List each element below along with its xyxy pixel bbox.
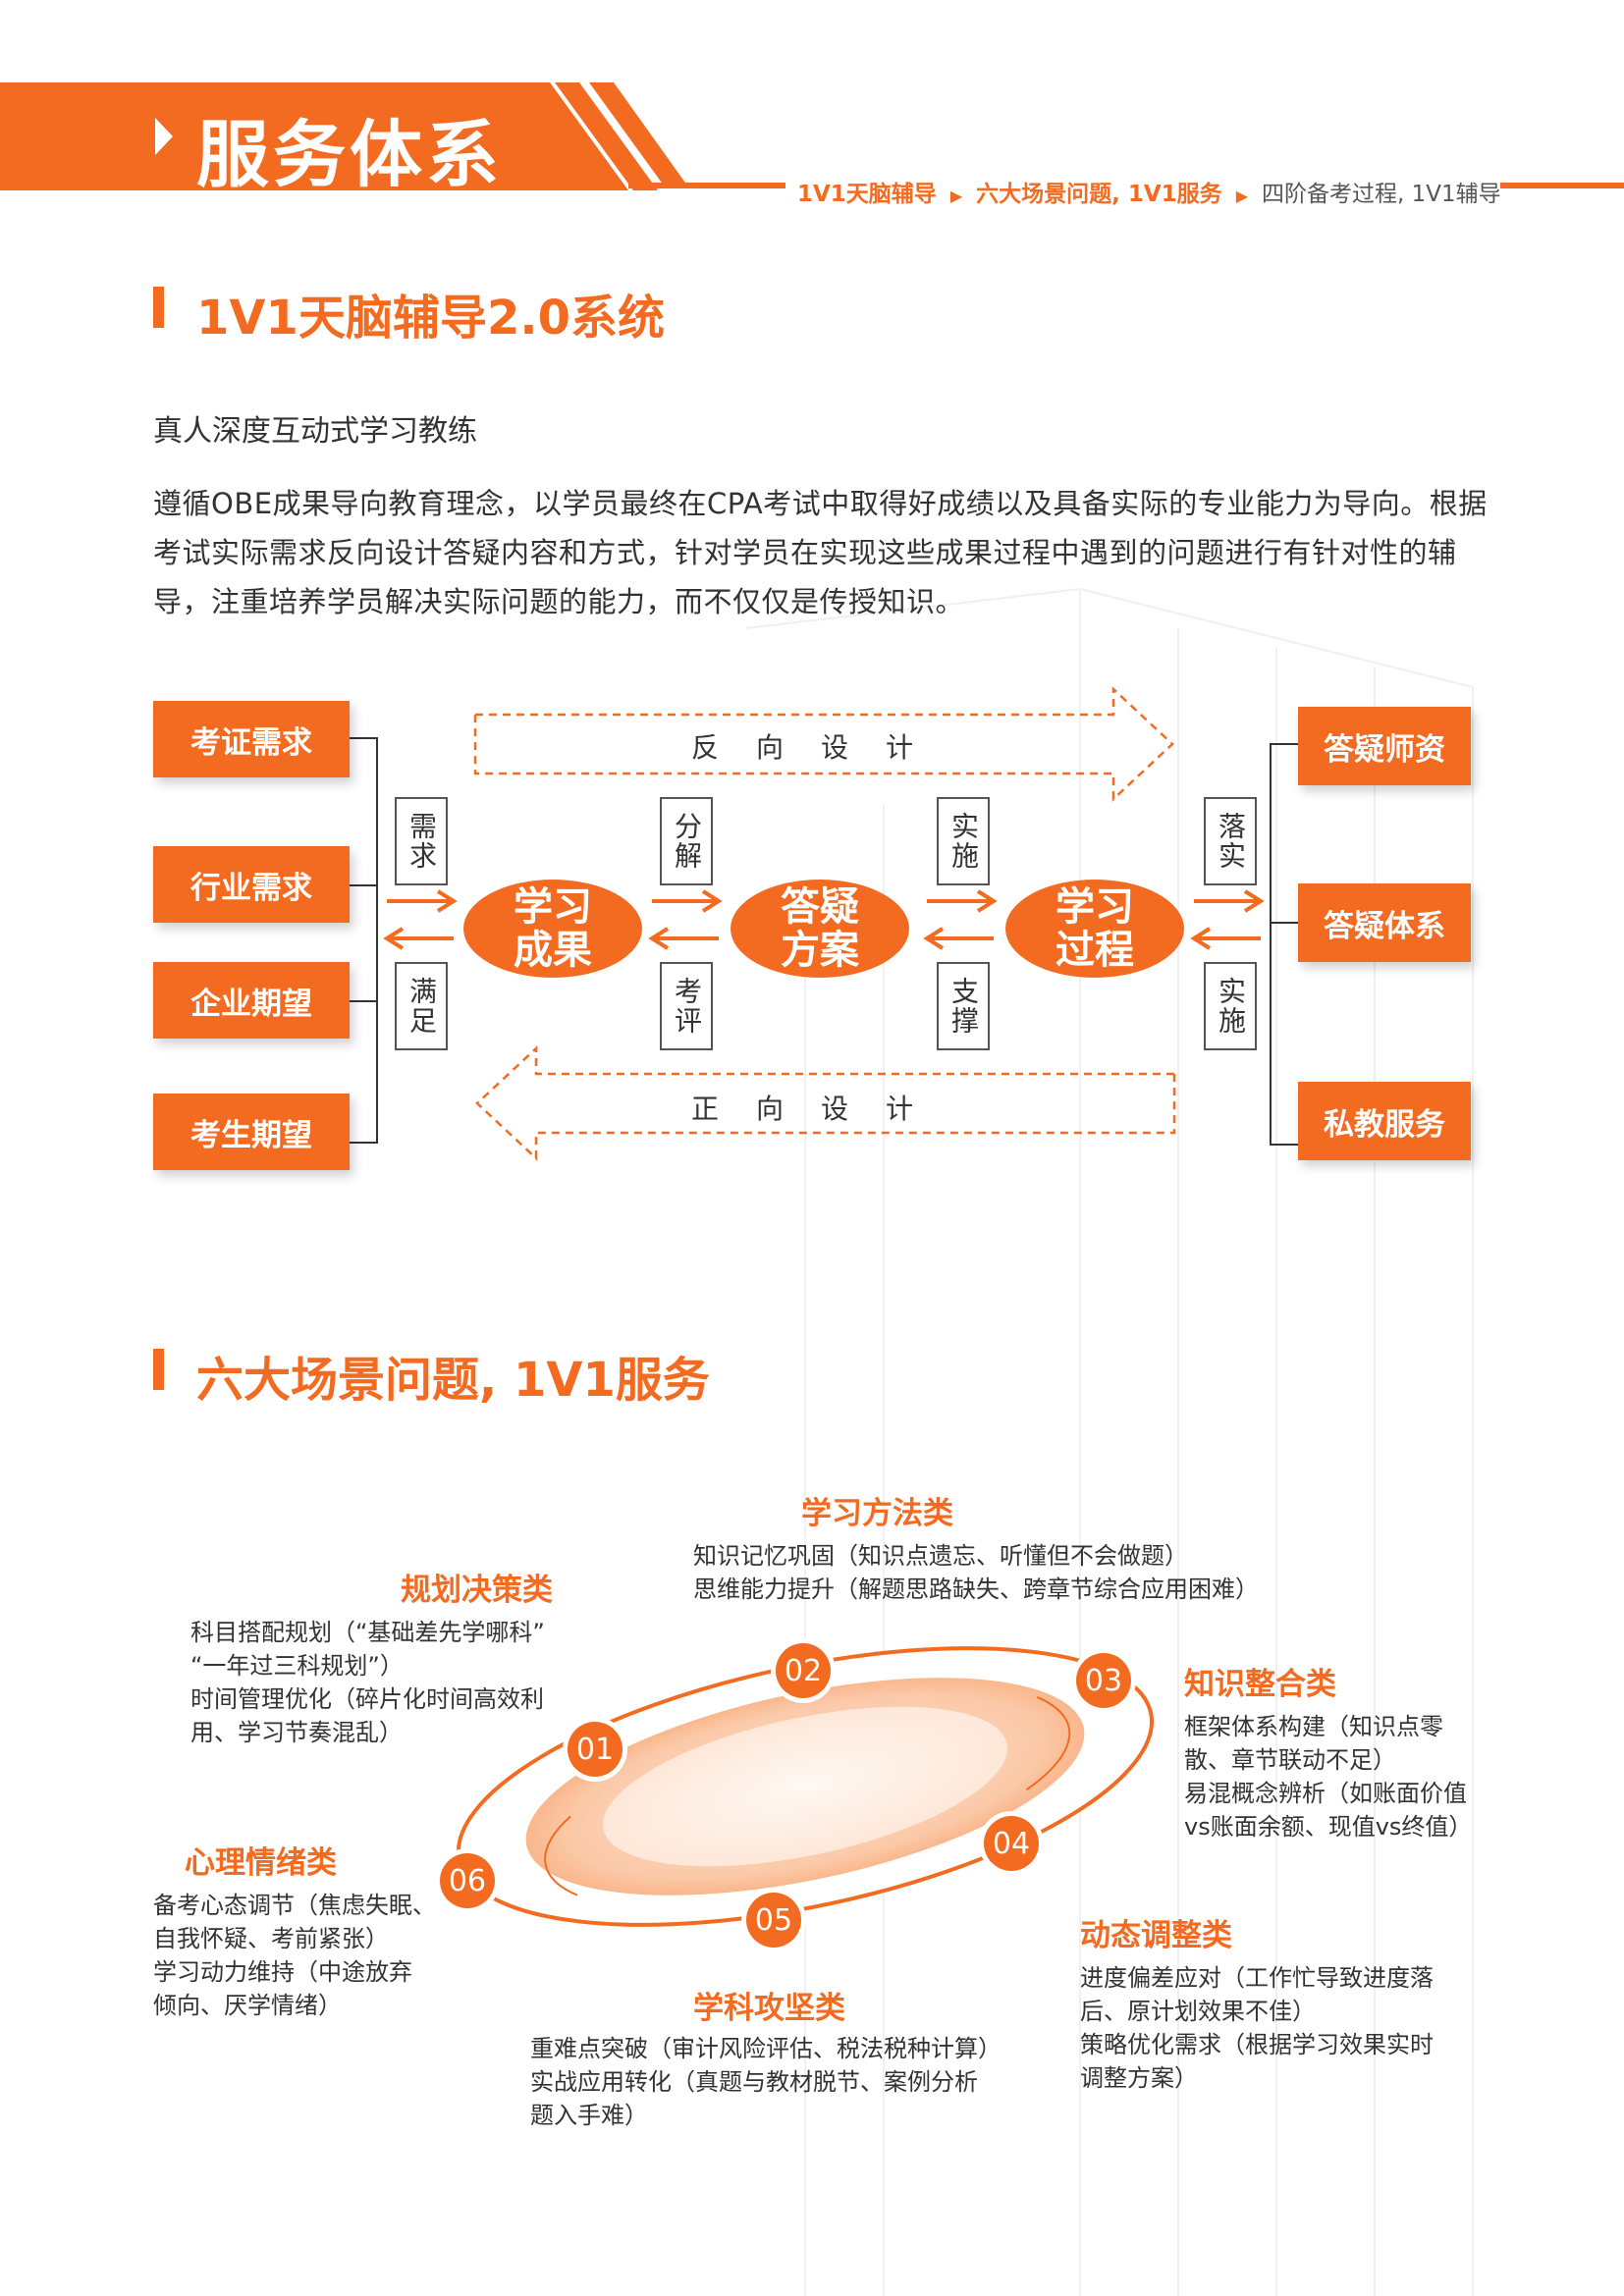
section-subtitle: 真人深度互动式学习教练 (153, 414, 477, 449)
service-box-faculty: 答疑师资 (1298, 707, 1471, 785)
category-line: 用、学习节奏混乱） (190, 1719, 403, 1746)
section-marker (153, 287, 164, 328)
label-decompose: 分解 (660, 797, 713, 885)
breadcrumb-item[interactable]: 四阶备考过程, 1V1辅导 (1262, 182, 1501, 207)
category-line: 重难点突破（审计风险评估、税法税种计算） (530, 2035, 1001, 2062)
category-line: 倾向、厌学情绪） (153, 1992, 342, 2019)
chevron-right-icon: ▶ (1235, 187, 1248, 205)
section-marker (153, 1349, 164, 1390)
category-title-integration: 知识整合类 (1184, 1667, 1336, 1702)
category-line: 易混概念辨析（如账面价值 (1184, 1780, 1467, 1807)
label-satisfy: 满足 (395, 962, 448, 1050)
flow-diagram-lines (350, 686, 1298, 1161)
need-box-industry: 行业需求 (153, 846, 350, 923)
section-title: 六大场景问题, 1V1服务 (196, 1353, 710, 1408)
scenario-number-06: 06 (440, 1853, 495, 1908)
page-title: 服务体系 (196, 113, 503, 197)
category-title-planning: 规划决策类 (401, 1573, 553, 1608)
category-line: “一年过三科规划”） (190, 1652, 404, 1680)
category-title-subject: 学科攻坚类 (693, 1991, 845, 2026)
category-line: 学习动力维持（中途放弃 (153, 1958, 412, 1986)
category-line: 科目搭配规划（“基础差先学哪科” (190, 1619, 545, 1646)
category-title-emotion: 心理情绪类 (185, 1845, 337, 1881)
category-body-subject: 重难点突破（审计风险评估、税法税种计算） 实战应用转化（真题与教材脱节、案例分析… (530, 2032, 1080, 2132)
forward-design-label: 正向设计 (691, 1093, 951, 1125)
category-line: 思维能力提升（解题思路缺失、跨章节综合应用困难） (693, 1575, 1259, 1603)
category-line: 知识记忆巩固（知识点遗忘、听懂但不会做题） (693, 1542, 1188, 1570)
oval-learning-outcome: 学习成果 (463, 880, 642, 978)
category-line: 框架体系构建（知识点零 (1184, 1713, 1443, 1740)
reverse-design-label: 反向设计 (691, 731, 951, 764)
chevron-right-icon: ▶ (949, 187, 963, 205)
service-box-private: 私教服务 (1298, 1082, 1471, 1160)
category-title-method: 学习方法类 (801, 1496, 953, 1531)
need-box-exam: 考证需求 (153, 701, 350, 777)
label-implement: 实施 (937, 797, 990, 885)
category-line: 后、原计划效果不佳） (1080, 1998, 1316, 2025)
category-line: 备考心态调节（焦虑失眠、 (153, 1892, 436, 1919)
oval-qa-plan: 答疑方案 (731, 880, 909, 978)
category-title-adjustment: 动态调整类 (1080, 1918, 1232, 1953)
category-body-emotion: 备考心态调节（焦虑失眠、 自我怀疑、考前紧张） 学习动力维持（中途放弃 倾向、厌… (153, 1889, 467, 2022)
label-execute: 实施 (1204, 962, 1257, 1050)
category-line: vs账面余额、现值vs终值） (1184, 1813, 1473, 1841)
category-line: 进度偏差应对（工作忙导致进度落 (1080, 1964, 1434, 1992)
category-line: 实战应用转化（真题与教材脱节、案例分析 (530, 2068, 978, 2096)
category-body-planning: 科目搭配规划（“基础差先学哪科” “一年过三科规划”） 时间管理优化（碎片化时间… (190, 1616, 583, 1749)
label-assess: 考评 (660, 962, 713, 1050)
header-banner (0, 82, 687, 190)
header-rule-left (628, 183, 785, 188)
scenario-number-03: 03 (1076, 1653, 1131, 1708)
breadcrumb: 1V1天脑辅导 ▶ 六大场景问题, 1V1服务 ▶ 四阶备考过程, 1V1辅导 (797, 175, 1501, 208)
category-body-adjustment: 进度偏差应对（工作忙导致进度落 后、原计划效果不佳） 策略优化需求（根据学习效果… (1080, 1961, 1492, 2095)
need-box-enterprise: 企业期望 (153, 962, 350, 1039)
scenario-number-05: 05 (746, 1893, 801, 1948)
category-line: 时间管理优化（碎片化时间高效利 (190, 1685, 544, 1713)
oval-learning-process: 学习过程 (1005, 880, 1184, 978)
category-line: 调整方案） (1080, 2064, 1198, 2092)
category-line: 自我怀疑、考前紧张） (153, 1925, 389, 1952)
scenario-number-04: 04 (984, 1816, 1039, 1871)
header-rule-right (1500, 183, 1624, 188)
scenario-number-02: 02 (776, 1643, 831, 1698)
label-fulfil: 落实 (1204, 797, 1257, 885)
category-body-method: 知识记忆巩固（知识点遗忘、听懂但不会做题） 思维能力提升（解题思路缺失、跨章节综… (693, 1539, 1380, 1606)
category-line: 题入手难） (530, 2102, 648, 2129)
orbit-graphic (456, 1646, 1155, 1927)
service-box-system: 答疑体系 (1298, 883, 1471, 962)
category-line: 散、章节联动不足） (1184, 1746, 1396, 1774)
intro-paragraph: 遵循OBE成果导向教育理念，以学员最终在CPA考试中取得好成绩以及具备实际的专业… (153, 487, 1488, 618)
category-line: 策略优化需求（根据学习效果实时 (1080, 2031, 1434, 2058)
breadcrumb-item[interactable]: 1V1天脑辅导 (797, 182, 937, 207)
need-box-candidate: 考生期望 (153, 1094, 350, 1170)
category-body-integration: 框架体系构建（知识点零 散、章节联动不足） 易混概念辨析（如账面价值 vs账面余… (1184, 1710, 1518, 1843)
section-title: 1V1天脑辅导2.0系统 (196, 291, 665, 346)
breadcrumb-item[interactable]: 六大场景问题, 1V1服务 (976, 182, 1222, 207)
label-support: 支撑 (937, 962, 990, 1050)
scenario-number-01: 01 (568, 1722, 623, 1777)
label-demand: 需求 (395, 797, 448, 885)
